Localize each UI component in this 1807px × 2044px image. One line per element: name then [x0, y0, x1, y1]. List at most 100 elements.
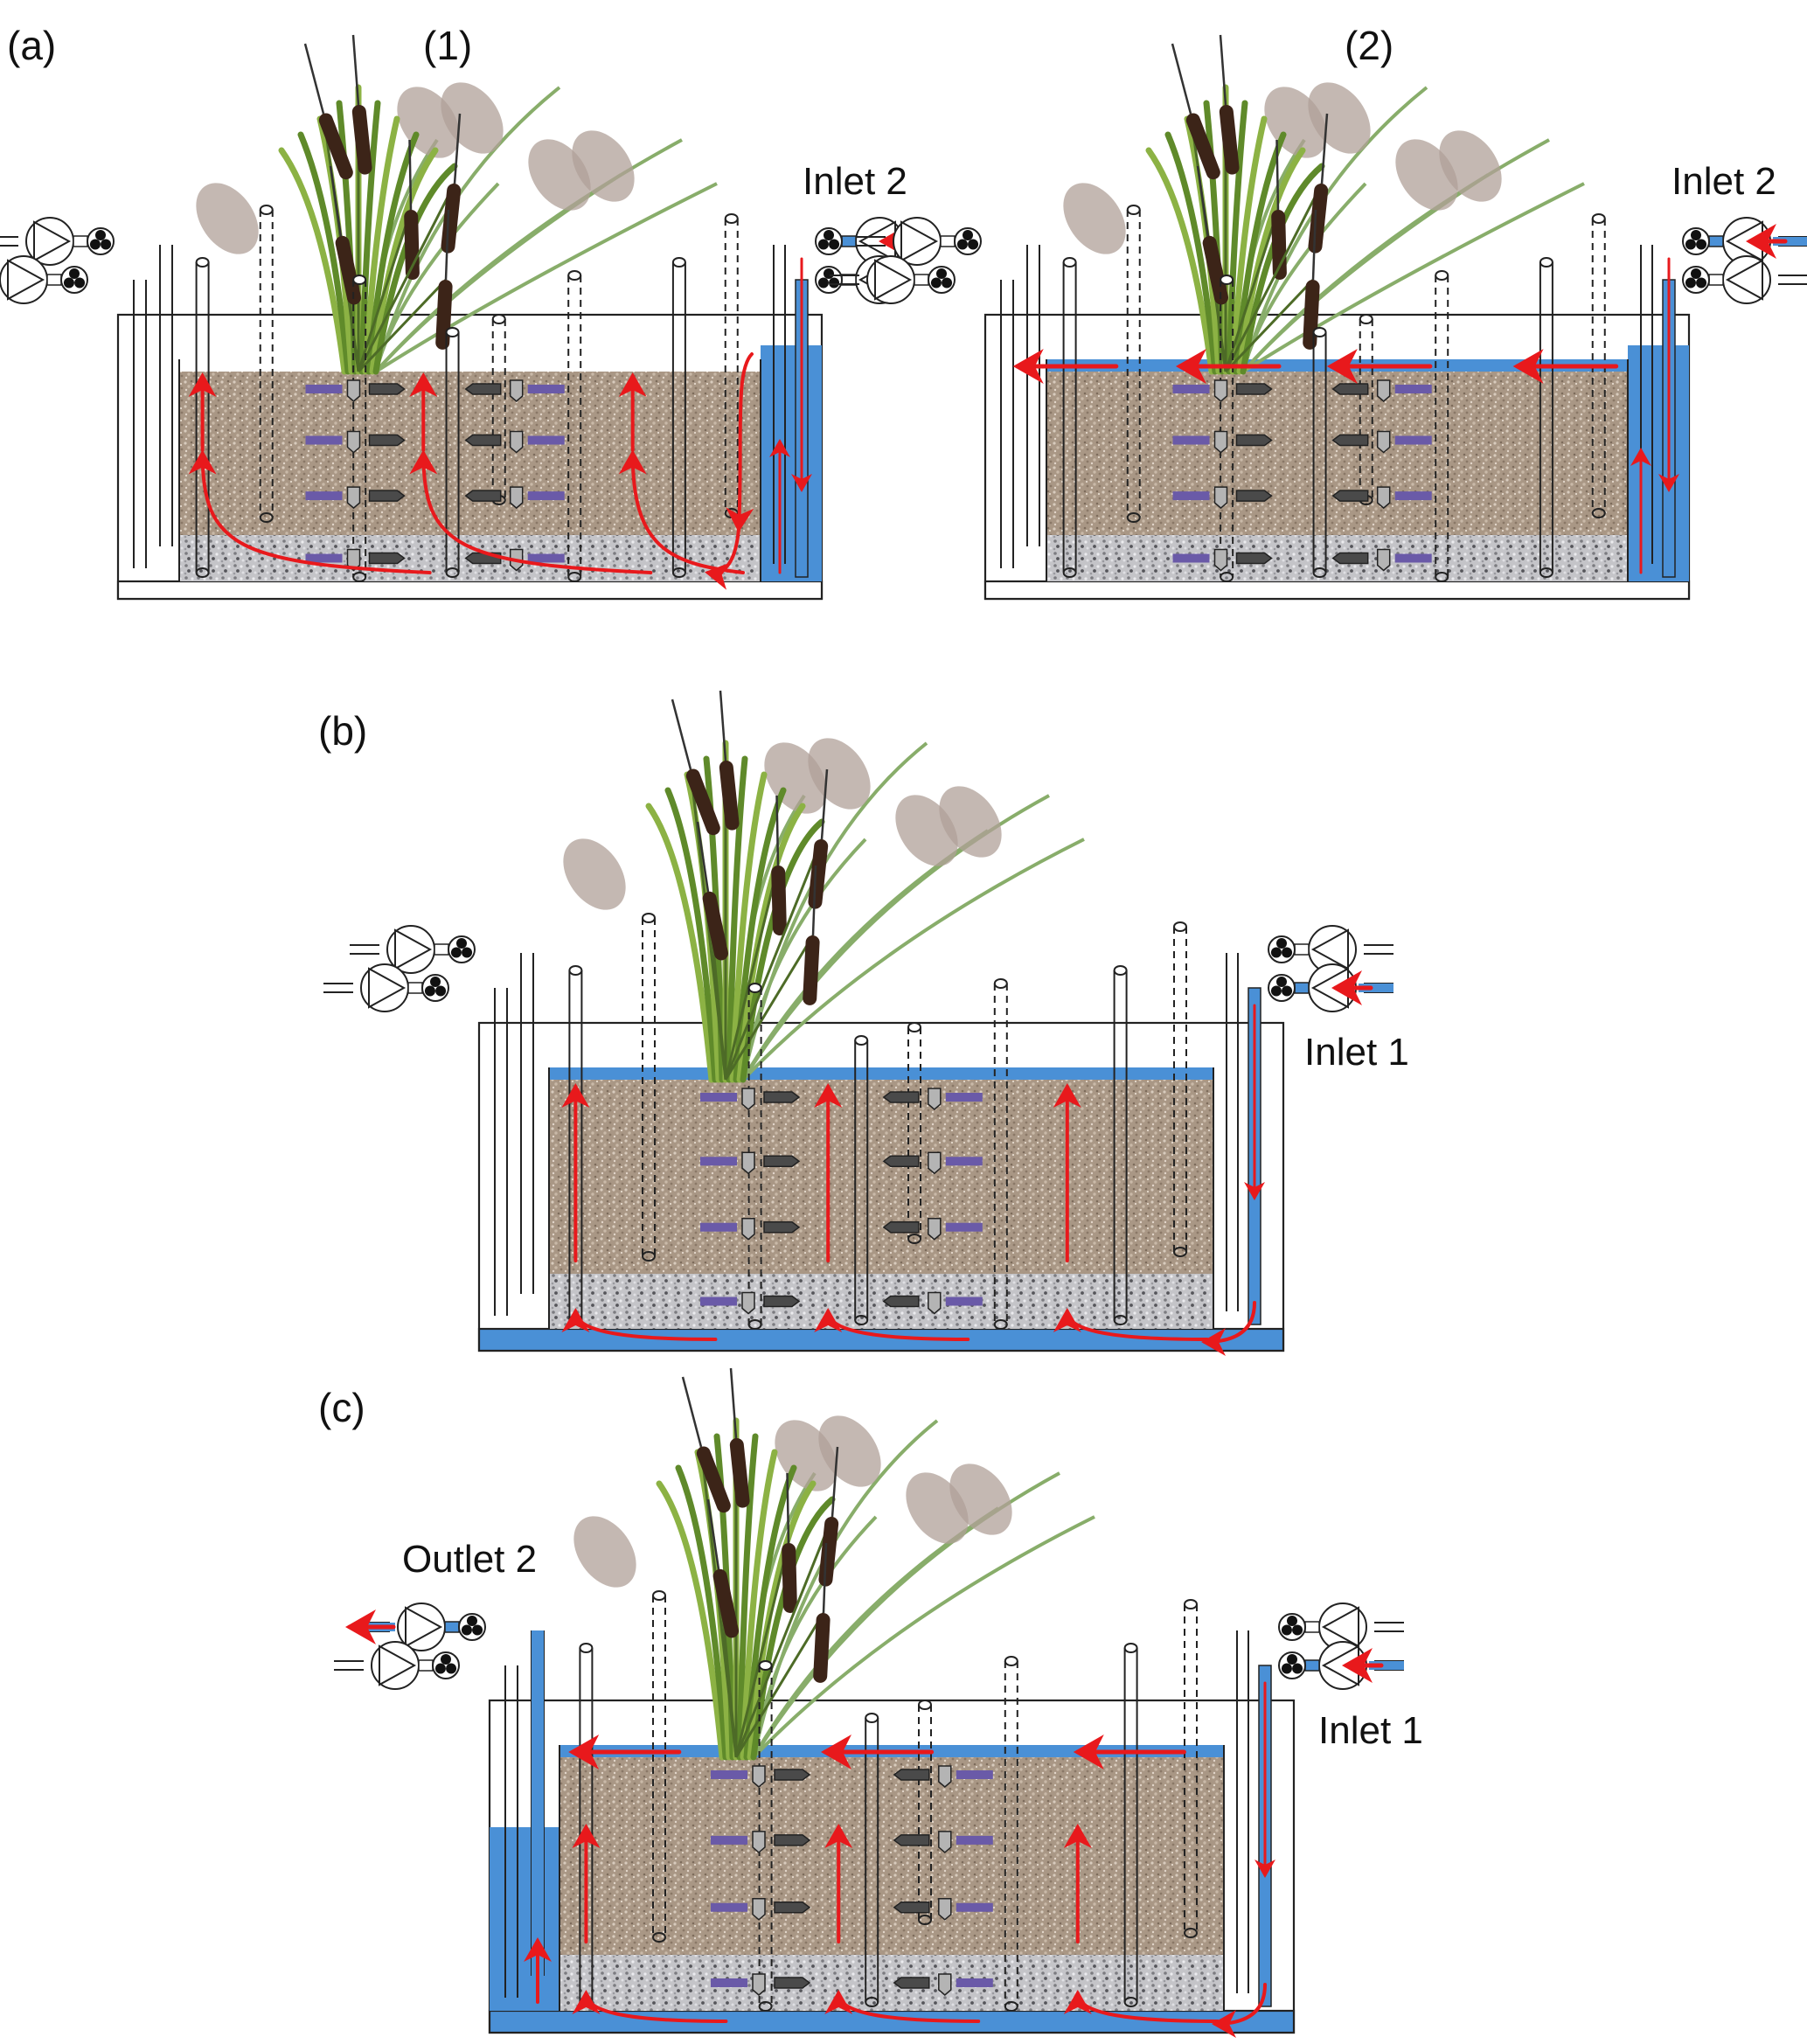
tube-top [1539, 257, 1553, 268]
tube-top [1359, 314, 1373, 324]
valve-blade [1287, 1616, 1297, 1626]
cattail-stem [724, 838, 824, 1081]
cattail-stem [1224, 278, 1315, 373]
tube-top [993, 978, 1008, 989]
cattail-leaf [1145, 147, 1215, 375]
valve-blade [434, 1663, 446, 1674]
cattail-spike [706, 1498, 720, 1570]
probe-holder [938, 1898, 952, 1921]
valve-blade [461, 1624, 472, 1636]
probe-left [1172, 430, 1273, 454]
dark-probe [893, 1977, 930, 1989]
downflow-arrow [705, 527, 740, 590]
probe-holder [1213, 548, 1228, 572]
piezometer-tube [1312, 327, 1327, 578]
probe-left [711, 1973, 811, 1996]
purple-electrode [1172, 435, 1210, 445]
cattail-leaf [297, 131, 351, 375]
probe-holder [741, 1151, 755, 1175]
channel-arrow [1201, 1301, 1256, 1356]
purple-electrode [700, 1297, 737, 1306]
left-pump-valve-1 [0, 217, 115, 266]
panels-layer [0, 34, 1807, 2038]
substrate-layer [559, 1757, 1224, 1955]
probe-holder [1213, 430, 1228, 454]
pump-triangle [7, 259, 45, 301]
pump-triangle [379, 1644, 417, 1686]
upflow-arrow [188, 449, 432, 574]
right-chamber-water [1628, 345, 1689, 581]
cattail-leaf [1233, 131, 1287, 375]
probe-holder [752, 1831, 766, 1853]
tube-top [724, 213, 739, 224]
cattail-head [351, 104, 372, 175]
tube-top [567, 270, 582, 281]
dark-probe [882, 1295, 920, 1308]
purple-electrode [956, 1770, 993, 1779]
tube-top [1062, 257, 1077, 268]
purple-electrode [1394, 385, 1432, 393]
cattail-head [335, 235, 361, 305]
valve-blade [1691, 268, 1701, 279]
connector [1304, 1621, 1320, 1633]
tube-top [195, 257, 210, 268]
cattail-spike [303, 43, 325, 115]
bottom-inflow-arrow [572, 1990, 728, 2023]
tube-top [1220, 275, 1234, 285]
bottom-inflow-arrow [1053, 1308, 1209, 1341]
piezometer-tube [1539, 257, 1553, 578]
valve-blade [467, 1616, 477, 1626]
piezometer-tube [1123, 1643, 1138, 2007]
cattail-spike [681, 1376, 703, 1448]
sampling-tube [747, 983, 762, 1330]
reed-plume [196, 183, 259, 254]
dark-probe [774, 1769, 811, 1781]
tube-top [491, 314, 506, 324]
valve-blade [824, 230, 834, 240]
probe-left [305, 430, 406, 454]
connector [407, 982, 423, 994]
cattail-spike [822, 1542, 828, 1614]
cattail-spike [351, 34, 360, 106]
probe-right [893, 1765, 993, 1788]
connector [940, 235, 956, 247]
probe-right [464, 379, 565, 402]
tube-top [579, 1643, 594, 1653]
cattail-head [318, 113, 353, 180]
cattail-head [719, 760, 740, 831]
sampling-tube [1173, 921, 1187, 1257]
reed-plume [572, 130, 635, 202]
water-in-pipe [1773, 237, 1807, 246]
probe-holder [1376, 379, 1391, 402]
pump-triangle [405, 1606, 443, 1648]
cattail-spike [775, 795, 780, 866]
sampling-tube [1126, 205, 1141, 523]
cattail-head [702, 891, 728, 961]
dark-probe [763, 1091, 801, 1103]
probe-holder [928, 1217, 942, 1241]
purple-electrode [945, 1157, 983, 1166]
sampling-tube [1435, 270, 1449, 582]
cattail-leaf [664, 787, 719, 1083]
connector [46, 274, 62, 286]
probe-right [882, 1291, 983, 1315]
valve-blade [441, 1654, 451, 1665]
probe-left [711, 1765, 811, 1788]
tube-bottom [1126, 512, 1141, 523]
probe-holder [1213, 486, 1228, 510]
purple-electrode [1394, 435, 1432, 445]
probe-holder [1213, 379, 1228, 402]
bottom-channel [116, 580, 824, 601]
probe-left [700, 1151, 801, 1175]
valve-blade [1287, 1654, 1297, 1665]
panel-c [334, 1367, 1404, 2038]
upflow-arrow [409, 449, 653, 574]
right-pump-valve-2 [1268, 963, 1393, 1012]
cattail-spike [453, 113, 462, 184]
cattail-leaf [1229, 115, 1268, 375]
connector [1294, 982, 1310, 994]
sampling-tube [491, 314, 506, 505]
tube-top [1591, 213, 1606, 224]
purple-electrode [711, 1835, 747, 1845]
bottom-inflow-arrow [1063, 1990, 1220, 2023]
